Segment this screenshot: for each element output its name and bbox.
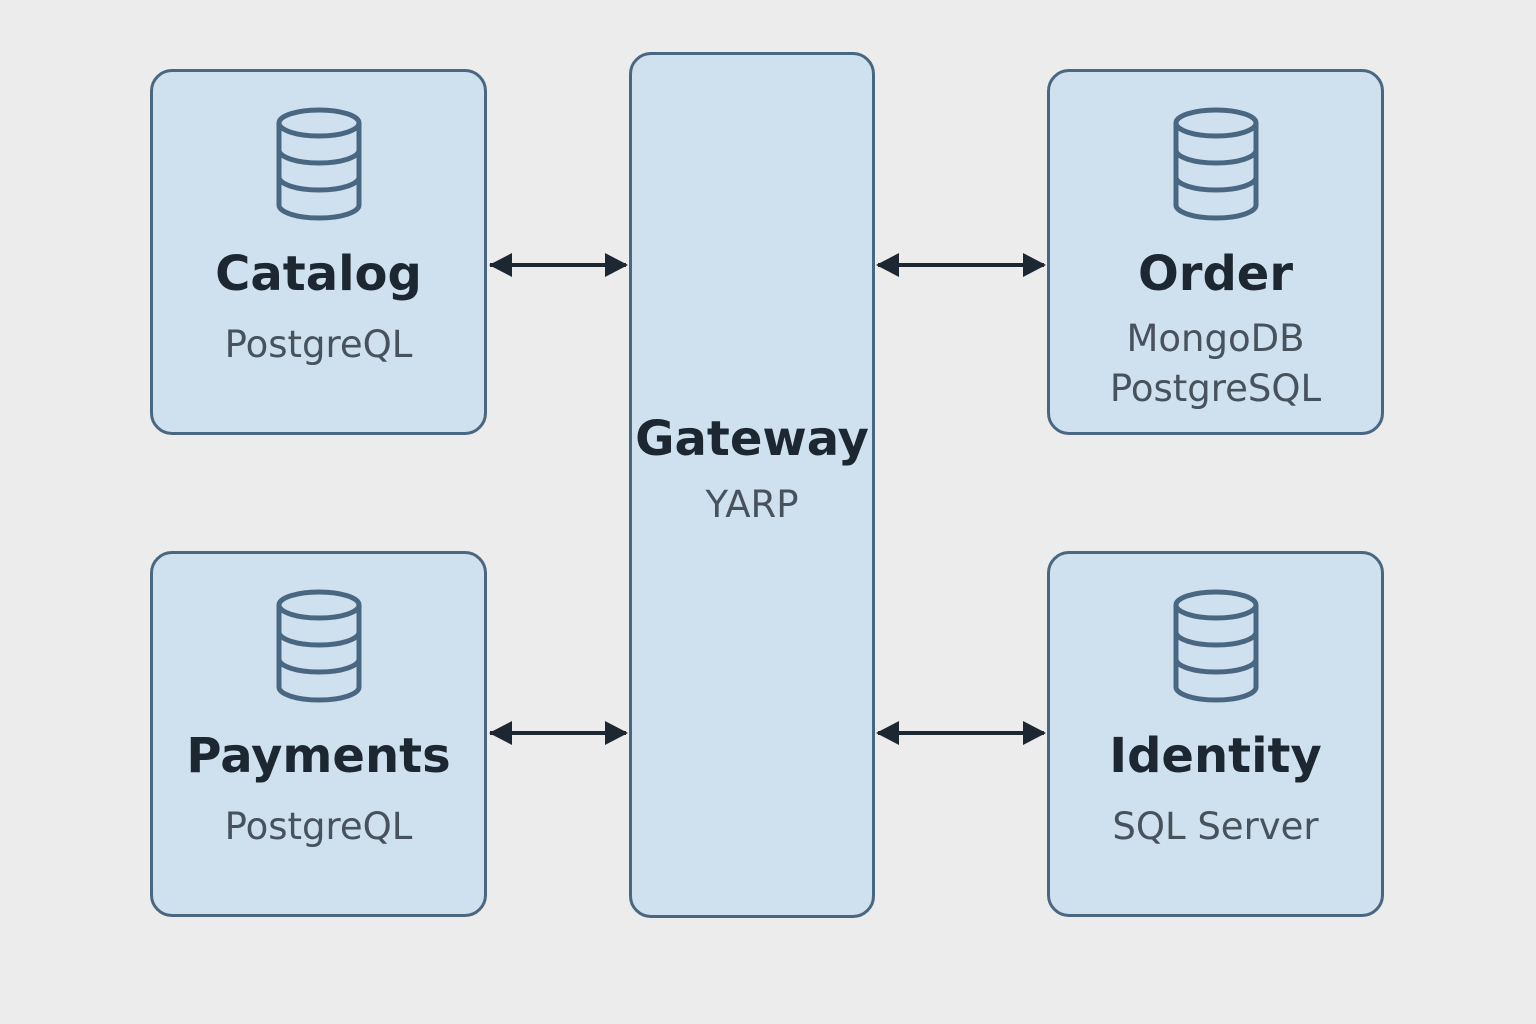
service-database: PostgreQL (224, 323, 413, 366)
service-box-identity: Identity SQL Server (1047, 551, 1384, 917)
arrowhead-identity-left (876, 721, 899, 745)
arrowhead-payments-left (489, 721, 512, 745)
arrowhead-identity-right (1023, 721, 1046, 745)
service-database: MongoDB PostgreSQL (1109, 317, 1322, 410)
service-database: PostgreQL (224, 805, 413, 848)
service-name: Identity (1109, 728, 1322, 784)
gateway-tech: YARP (705, 483, 799, 526)
arrowhead-order-left (876, 253, 899, 277)
database-icon (1173, 589, 1258, 703)
service-name: Order (1137, 246, 1294, 302)
gateway-name: Gateway (635, 411, 869, 467)
arrowhead-catalog-right (605, 253, 628, 277)
service-name: Catalog (215, 246, 422, 302)
database-icon (1173, 107, 1258, 221)
service-database: SQL Server (1112, 805, 1319, 848)
arrowhead-catalog-left (489, 253, 512, 277)
database-icon (276, 107, 361, 221)
gateway-box: Gateway YARP (629, 52, 875, 918)
arrowhead-payments-right (605, 721, 628, 745)
service-box-payments: Payments PostgreQL (150, 551, 487, 917)
service-name: Payments (186, 728, 451, 784)
arrowhead-order-right (1023, 253, 1046, 277)
database-icon (276, 589, 361, 703)
service-box-catalog: Catalog PostgreQL (150, 69, 487, 435)
service-box-order: Order MongoDB PostgreSQL (1047, 69, 1384, 435)
